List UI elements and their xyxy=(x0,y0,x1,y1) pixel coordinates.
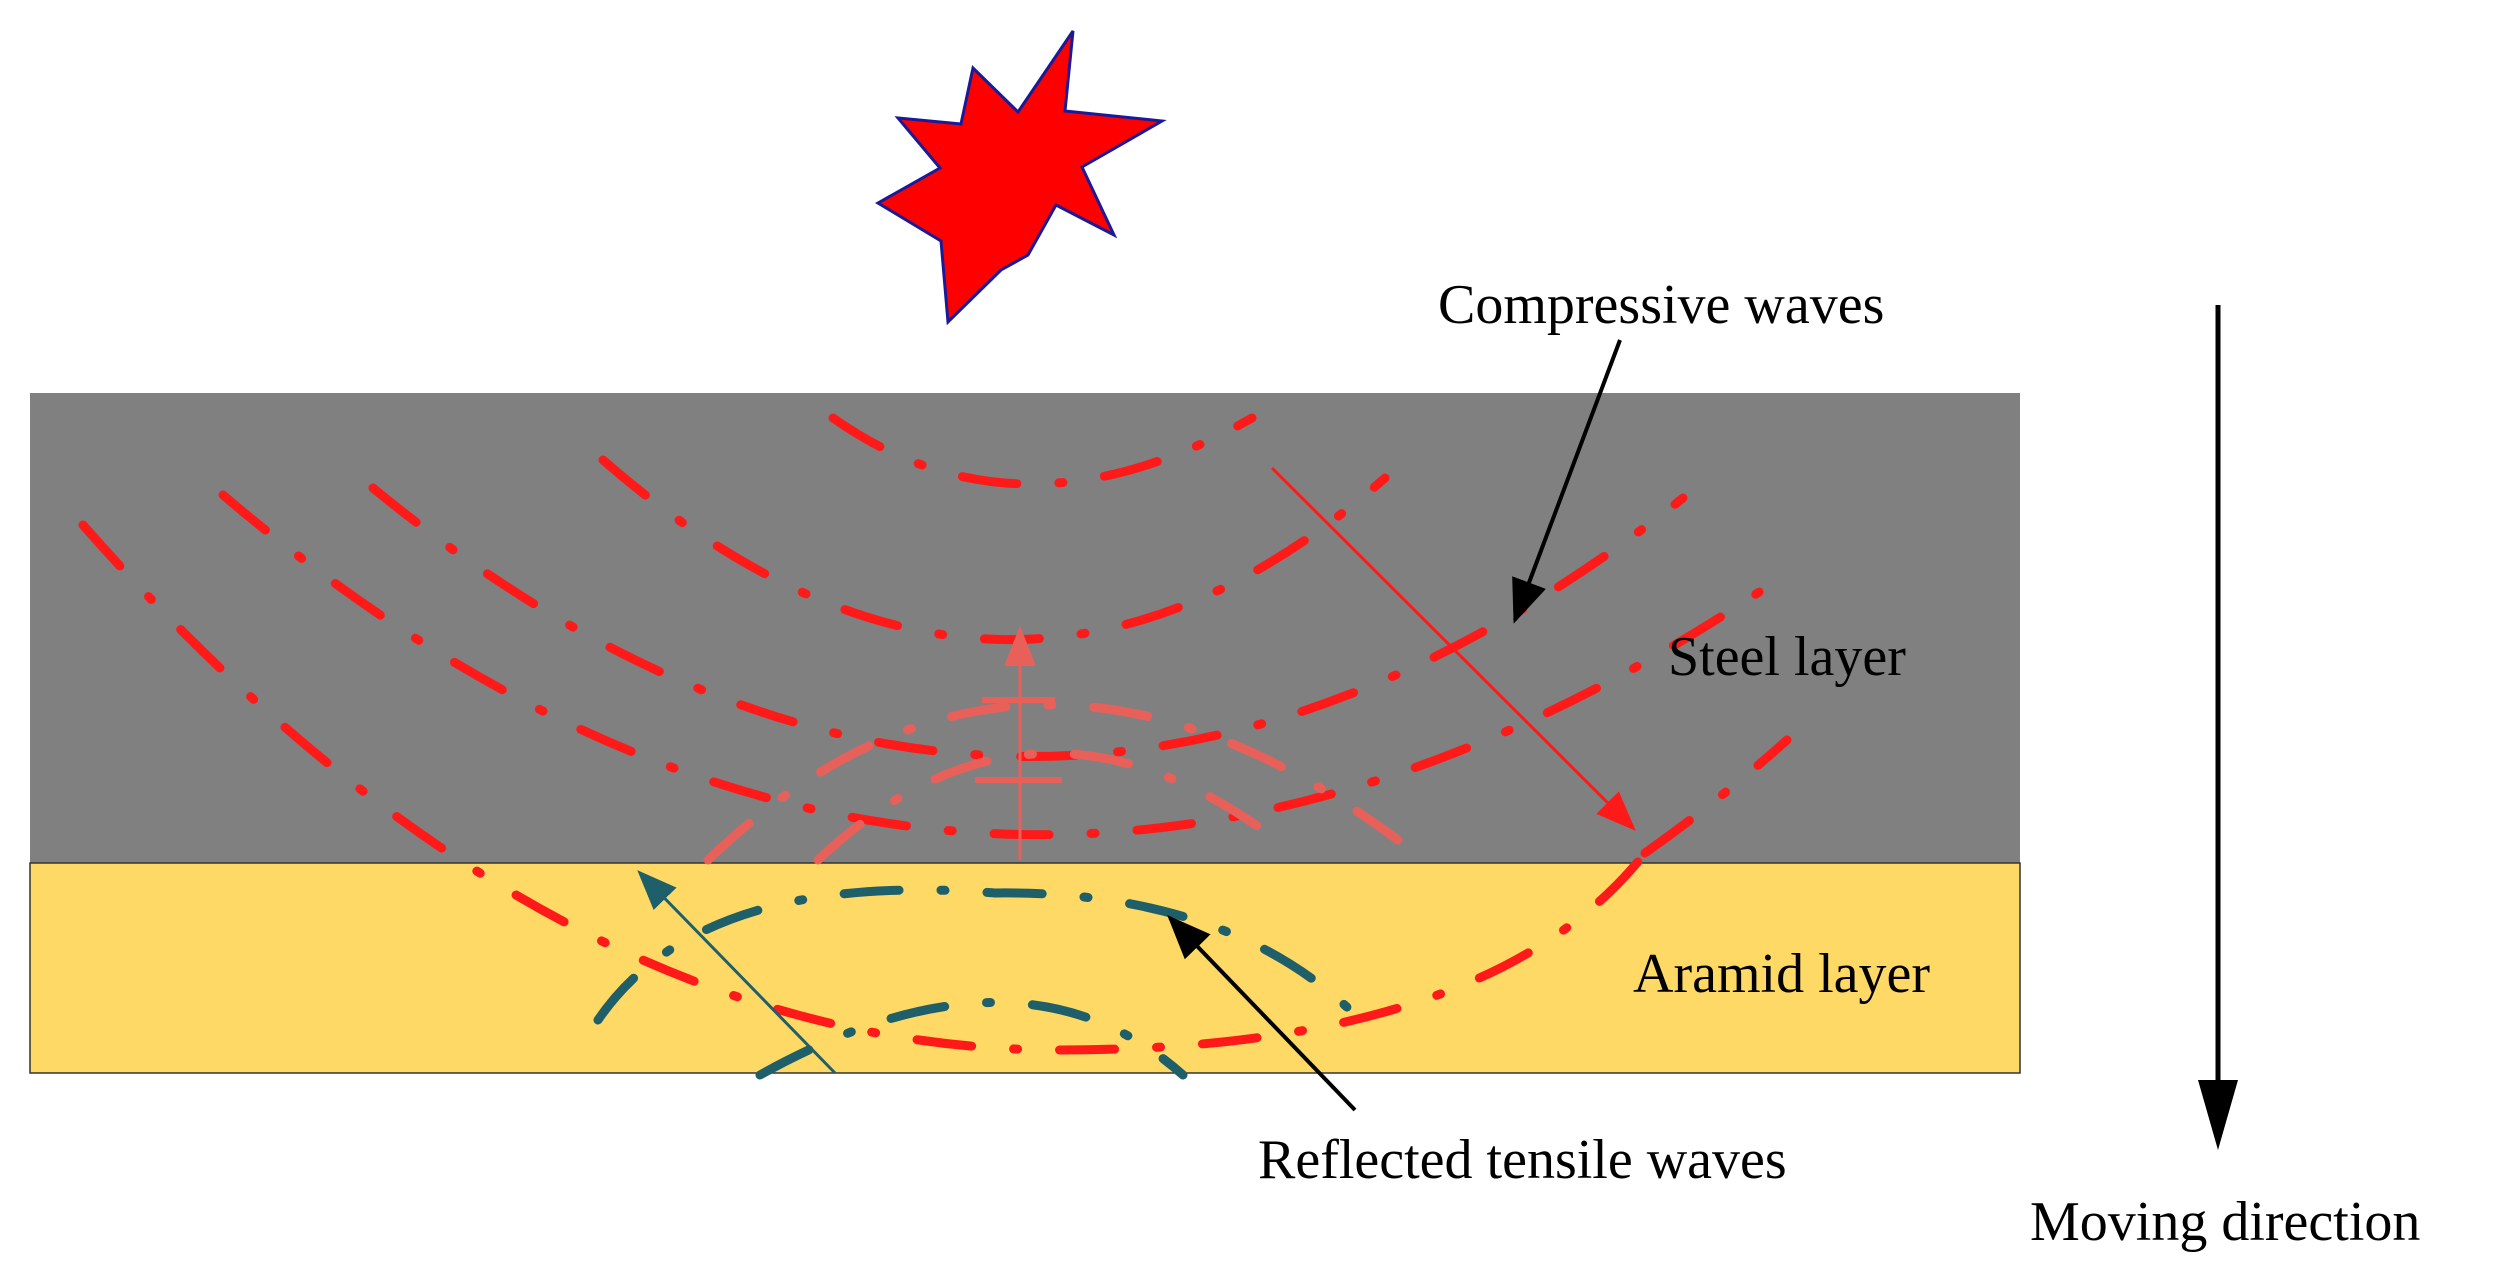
steel-layer-label: Steel layer xyxy=(1668,626,1906,688)
compressive-wave-3 xyxy=(368,483,1688,761)
explosion-star-icon xyxy=(875,30,1167,326)
compressive-wave-6 xyxy=(1640,735,1792,858)
compressive-waves-label: Compressive waves xyxy=(1438,274,1884,336)
tensile-leader-arrow xyxy=(1167,915,1357,1112)
compressive-wave-5 xyxy=(78,520,1650,1055)
tensile-direction-arrow xyxy=(637,870,837,1075)
compressive-wave-2 xyxy=(598,455,1390,645)
aramid-layer-label: Aramid layer xyxy=(1633,943,1930,1005)
compressive-wave-group xyxy=(78,413,1792,1055)
aramid-layer-rect xyxy=(29,862,2021,1074)
tensile-wave-1 xyxy=(593,885,1375,1035)
compressive-direction-arrow xyxy=(1270,466,1636,831)
arrow-down-icon xyxy=(2198,1080,2238,1150)
tensile-wave-group xyxy=(593,885,1375,1080)
reflected-tensile-waves-label: Reflected tensile waves xyxy=(1258,1129,1787,1191)
compressive-leader-arrow xyxy=(1512,339,1622,624)
moving-direction-label: Moving direction xyxy=(2030,1191,2420,1253)
